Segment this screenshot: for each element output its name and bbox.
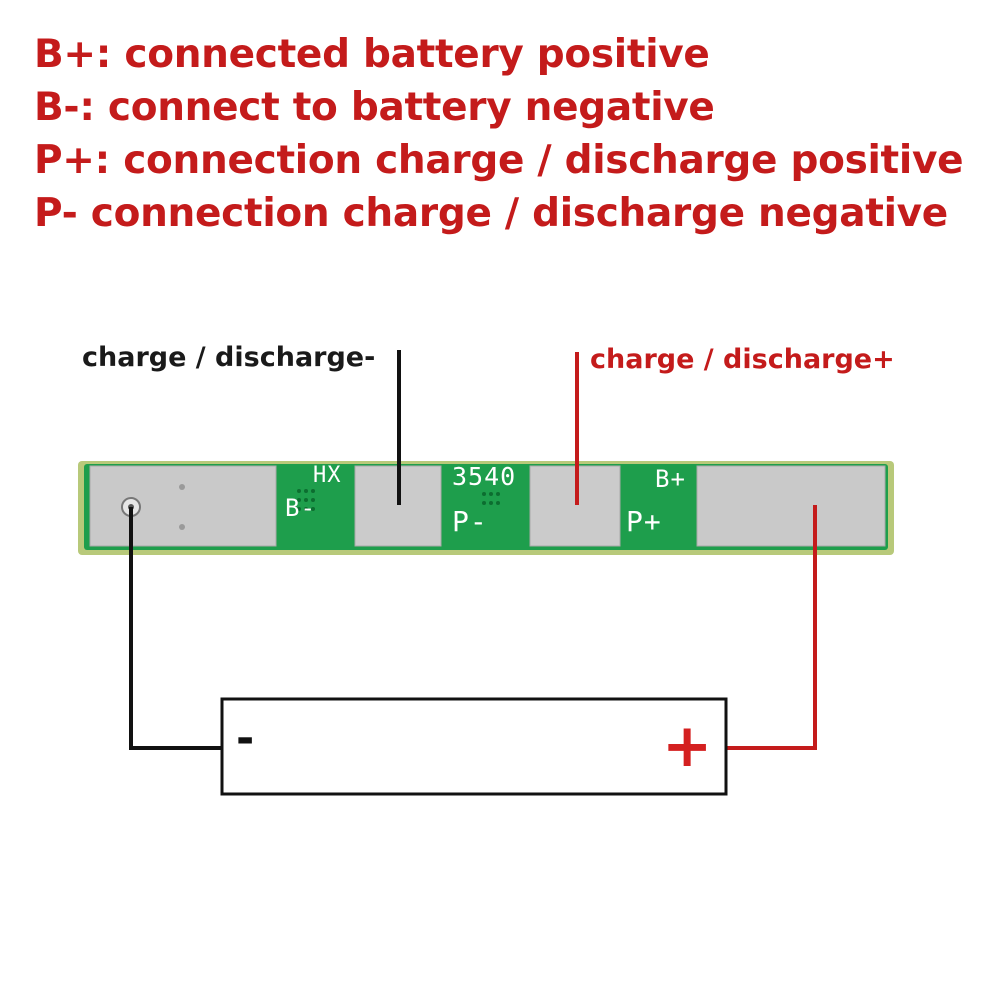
pad-label-b-minus: B-: [285, 494, 316, 522]
legend-p-minus: P- connection charge / discharge negativ…: [34, 191, 948, 236]
via-grid-center: [482, 492, 500, 505]
pad-label-p-minus: P-: [452, 505, 488, 538]
pad-label-b-plus: B+: [655, 465, 686, 493]
legend: B+: connected battery positive B-: conne…: [34, 28, 964, 240]
label-charge-discharge-positive: charge / discharge+: [590, 344, 895, 375]
pad-b-minus: [89, 465, 277, 547]
board-model-number: 3540: [452, 462, 517, 491]
wire-battery-negative: [129, 507, 222, 750]
pcb-board: [84, 464, 888, 550]
label-charge-discharge-negative: charge / discharge-: [82, 342, 376, 373]
pad-label-p-plus: P+: [626, 505, 662, 538]
pad-hole: [179, 524, 185, 530]
board-model-prefix: HX: [313, 463, 342, 488]
via-grid-left: [297, 489, 315, 511]
legend-b-plus: B+: connected battery positive: [34, 32, 710, 77]
pad-hole: [179, 484, 185, 490]
battery-positive-sign: +: [662, 711, 713, 781]
pad-b-plus: [696, 465, 886, 547]
battery: [220, 697, 728, 796]
legend-b-minus: B-: connect to battery negative: [34, 85, 715, 130]
wire-battery-positive: [726, 505, 817, 750]
legend-p-plus: P+: connection charge / discharge positi…: [34, 138, 964, 183]
battery-negative-sign: -: [236, 713, 255, 764]
